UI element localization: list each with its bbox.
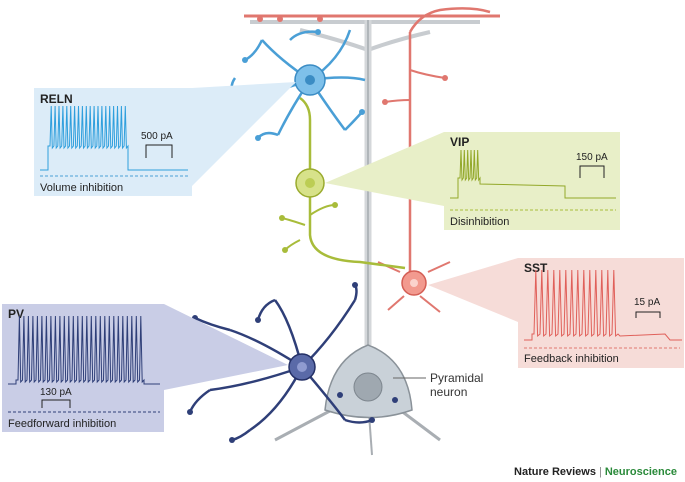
- sst-trace: [524, 269, 682, 341]
- sst-caption: Feedback inhibition: [524, 353, 619, 365]
- journal-name: Neuroscience: [604, 466, 677, 478]
- reln-title: RELN: [40, 92, 73, 106]
- pyramidal-label-line2: neuron: [430, 385, 467, 399]
- vip-title: VIP: [450, 135, 469, 149]
- sst-current: 15 pA: [634, 297, 660, 308]
- credit-line: Nature Reviews|Neuroscience: [514, 466, 677, 478]
- pv-title: PV: [8, 307, 24, 321]
- vip-trace: [450, 149, 616, 199]
- sst-step-icon: [635, 311, 661, 318]
- vip-neuron: [279, 96, 406, 270]
- pv-neuron: [187, 282, 398, 443]
- pyramidal-label-line1: Pyramidal: [430, 371, 483, 385]
- sst-neuron: [257, 7, 491, 313]
- publisher-name: Nature Reviews: [514, 466, 596, 478]
- reln-panel: RELN 500 pA Volume inhibition: [34, 82, 296, 196]
- pv-trace: [8, 315, 160, 385]
- reln-caption: Volume inhibition: [40, 182, 123, 194]
- sst-panel: SST 15 pA Feedback inhibition: [428, 258, 684, 368]
- vip-current: 150 pA: [576, 152, 608, 163]
- reln-trace: [40, 105, 188, 171]
- pv-panel: PV 130 pA Feedforward inhibition: [2, 304, 288, 432]
- credit-separator: |: [598, 466, 602, 478]
- vip-step-icon: [579, 165, 605, 178]
- reln-step-icon: [145, 144, 173, 158]
- pv-step-icon: [41, 399, 71, 408]
- reln-neuron: [230, 29, 366, 141]
- vip-caption: Disinhibition: [450, 216, 509, 228]
- reln-current: 500 pA: [141, 131, 173, 142]
- pv-caption: Feedforward inhibition: [8, 418, 116, 430]
- vip-panel: VIP 150 pA Disinhibition: [325, 132, 620, 230]
- pv-current: 130 pA: [40, 387, 72, 398]
